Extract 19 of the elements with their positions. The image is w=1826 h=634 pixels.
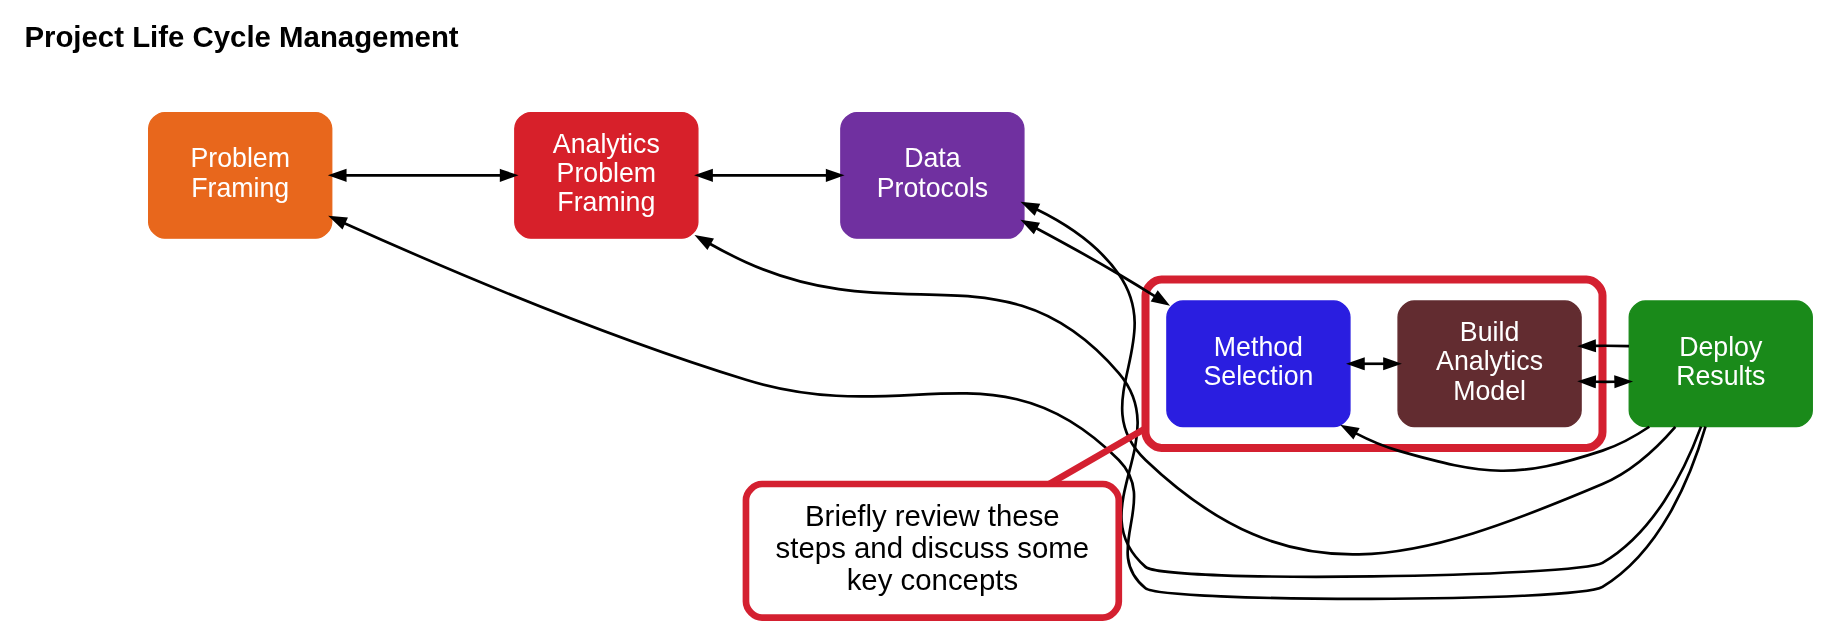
node-box: Problem Framing xyxy=(148,111,333,239)
node-box: Deploy Results xyxy=(1628,300,1813,428)
node-box: Build Analytics Model xyxy=(1397,300,1582,428)
arrow xyxy=(1020,219,1171,306)
arrow xyxy=(1577,375,1634,389)
arrow xyxy=(328,215,1707,601)
arrow xyxy=(327,168,519,182)
arrow xyxy=(1020,201,1677,556)
arrow xyxy=(1346,357,1402,371)
node-box: Data Protocols xyxy=(840,111,1025,239)
label: Project Life Cycle Management xyxy=(24,19,459,53)
arrow xyxy=(694,168,845,182)
arrow xyxy=(1577,339,1630,353)
node-box: Method Selection xyxy=(1166,300,1351,428)
arrow xyxy=(1340,424,1650,473)
node-box: Briefly review these steps and discuss some key concepts xyxy=(742,480,1123,621)
node-box: Analytics Problem Framing xyxy=(514,111,699,239)
arrow xyxy=(694,234,1703,579)
cluster xyxy=(1141,275,1607,452)
